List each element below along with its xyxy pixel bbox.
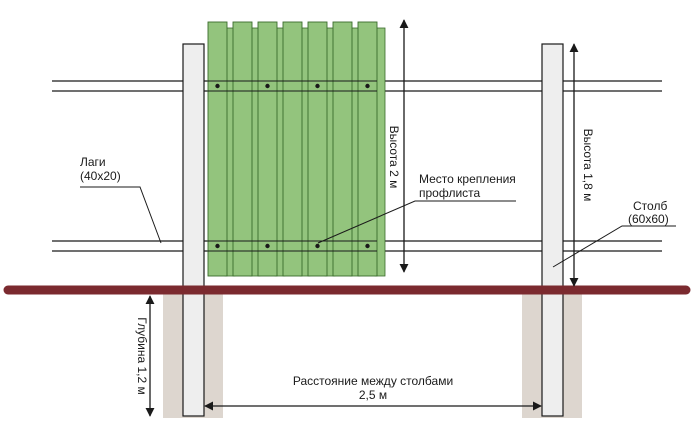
fastening-point <box>315 243 320 249</box>
sheet-rib <box>207 21 228 277</box>
height-post-label: Высота 1,8 м <box>581 129 595 202</box>
fastening-point <box>365 83 370 89</box>
sheet-rib <box>332 21 353 277</box>
post-right <box>541 43 564 417</box>
fastening-point <box>215 243 220 249</box>
lags-label-line1: Лаги <box>80 155 106 169</box>
mount-label-line2: профлиста <box>419 186 481 200</box>
distance-label-line1: Расстояние между столбами <box>293 374 453 388</box>
fastening-point <box>365 243 370 249</box>
depth-label: Глубина 1,2 м <box>135 317 149 394</box>
fastening-point <box>265 83 270 89</box>
fastening-point <box>265 243 270 249</box>
post-callout-line <box>552 225 676 268</box>
profile-sheet <box>207 21 386 277</box>
post-label-line1: Столб <box>633 199 667 213</box>
fastening-point <box>215 83 220 89</box>
lags-callout-line <box>80 186 162 244</box>
distance-label-line2: 2,5 м <box>359 388 387 402</box>
sheet-rib <box>282 21 303 277</box>
mount-label-line1: Место крепления <box>419 172 516 186</box>
fastening-point <box>315 83 320 89</box>
mount-callout-line <box>317 200 516 244</box>
lags-label-line2: (40х20) <box>80 169 121 183</box>
sheet-rib <box>307 21 328 277</box>
sheet-rib <box>257 21 278 277</box>
height-panel-label: Высота 2 м <box>387 126 401 189</box>
sheet-rib <box>357 21 378 277</box>
sheet-rib <box>232 21 253 277</box>
post-label-line2: (60х60) <box>628 212 669 226</box>
post-left <box>182 43 205 417</box>
